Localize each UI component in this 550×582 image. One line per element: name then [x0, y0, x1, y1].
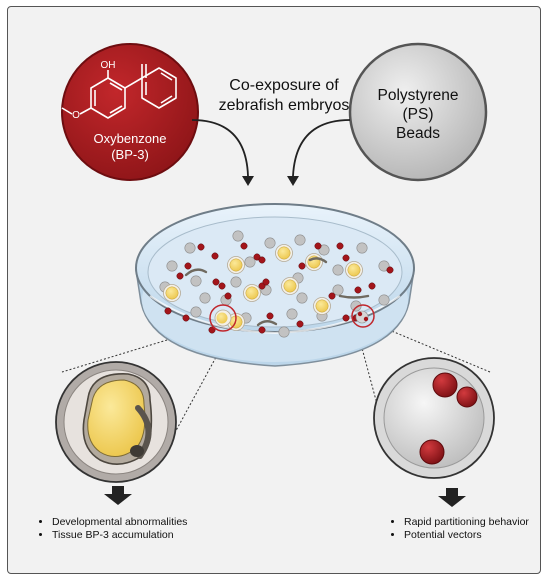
- polystyrene-bead: [184, 242, 196, 254]
- bead-highlight-ring: [351, 304, 375, 328]
- polystyrene-bead: [166, 260, 178, 272]
- header-line2: zebrafish embryos: [219, 97, 350, 114]
- oxybenzone-particle: [176, 272, 184, 280]
- oxybenzone-structure-icon: [61, 64, 177, 119]
- oxybenzone-name: Oxybenzone: [94, 131, 167, 146]
- polystyrene-bead: [244, 256, 256, 268]
- oxybenzone-particle: [224, 292, 232, 300]
- polystyrene-circle: Polystyrene (PS) Beads: [348, 42, 488, 182]
- polystyrene-line3: Beads: [396, 125, 440, 142]
- oxybenzone-particle: [363, 316, 369, 322]
- oxybenzone-particle: [342, 254, 350, 262]
- left-outcomes-list: Developmental abnormalitiesTissue BP-3 a…: [38, 516, 192, 541]
- right-outcomes-list: Rapid partitioning behaviorPotential vec…: [390, 516, 534, 541]
- polystyrene-bead: [278, 326, 290, 338]
- polystyrene-bead: [332, 284, 344, 296]
- oxybenzone-particle: [212, 278, 220, 286]
- polystyrene-bead: [296, 292, 308, 304]
- oxybenzone-particle: [314, 242, 322, 250]
- oxybenzone-particle: [197, 243, 205, 251]
- polystyrene-bead: [232, 230, 244, 242]
- polystyrene-bead: [190, 275, 202, 287]
- embryo-highlight-ring: [209, 304, 237, 332]
- embryo-yolk: [283, 279, 297, 293]
- polystyrene-bead: [378, 294, 390, 306]
- oxybenzone-particle: [386, 266, 394, 274]
- oxybenzone-particle: [218, 282, 226, 290]
- polystyrene-bead: [190, 306, 202, 318]
- zebrafish-larva: [184, 268, 208, 277]
- o-label: O: [72, 110, 80, 121]
- oxybenzone-particle: [342, 314, 350, 322]
- oxybenzone-particle: [240, 242, 248, 250]
- polystyrene-bead: [199, 292, 211, 304]
- embryo-yolk: [216, 312, 228, 324]
- polystyrene-bead: [356, 242, 368, 254]
- polystyrene-bead: [286, 308, 298, 320]
- arrow-down-icon: [438, 488, 466, 507]
- polystyrene-bead: [332, 264, 344, 276]
- outcome-item: Potential vectors: [404, 529, 534, 542]
- oxybenzone-particle: [258, 326, 266, 334]
- embryo-yolk: [229, 258, 243, 272]
- polystyrene-bead: [264, 237, 276, 249]
- polystyrene-line1: Polystyrene: [378, 87, 459, 104]
- oxybenzone-particle: [184, 262, 192, 270]
- oxybenzone-particle: [208, 326, 216, 334]
- oxybenzone-abbrev: (BP-3): [111, 147, 149, 162]
- embryo-yolk: [315, 299, 329, 313]
- oxybenzone-particle: [354, 286, 362, 294]
- arrow-down-icon: [104, 486, 132, 505]
- oh-label: OH: [101, 60, 116, 71]
- oxybenzone-circle: OH O Oxybenzone (BP-3): [61, 43, 199, 181]
- oxybenzone-particle: [258, 256, 266, 264]
- outcome-item: Tissue BP-3 accumulation: [52, 529, 192, 542]
- polystyrene-bead: [378, 260, 390, 272]
- oxybenzone-particle: [253, 253, 261, 261]
- zebrafish-larva: [338, 294, 370, 299]
- oxybenzone-particle: [328, 292, 336, 300]
- oxybenzone-particle: [211, 252, 219, 260]
- dish-contents: [159, 230, 394, 338]
- polystyrene-bead: [230, 276, 242, 288]
- outcome-item: Developmental abnormalities: [52, 516, 192, 529]
- embryo-yolk: [245, 286, 259, 300]
- polystyrene-bead: [318, 244, 330, 256]
- curved-arrow-left-icon: [191, 119, 254, 186]
- oxybenzone-particle: [357, 311, 363, 317]
- embryo-yolk: [277, 246, 291, 260]
- oxybenzone-particle: [266, 312, 274, 320]
- oxybenzone-particle: [262, 278, 270, 286]
- polystyrene-bead: [294, 234, 306, 246]
- curved-arrow-right-icon: [287, 119, 351, 186]
- polystyrene-bead-zoom: [373, 357, 495, 479]
- oxybenzone-particle: [298, 262, 306, 270]
- zebrafish-larva: [308, 257, 328, 264]
- embryo-yolk: [347, 263, 361, 277]
- oxybenzone-particle: [296, 320, 304, 328]
- embryo-yolk: [165, 286, 179, 300]
- oxybenzone-particle: [368, 282, 376, 290]
- oxybenzone-particle: [336, 242, 344, 250]
- polystyrene-bead: [350, 300, 362, 312]
- oxybenzone-particle: [164, 307, 172, 315]
- oxybenzone-particle: [182, 314, 190, 322]
- zebrafish-larva: [256, 320, 278, 327]
- header-line1: Co-exposure of: [229, 77, 339, 94]
- zebrafish-embryo-zoom: [55, 361, 177, 483]
- polystyrene-line2: (PS): [403, 106, 434, 123]
- outcome-item: Rapid partitioning behavior: [404, 516, 534, 529]
